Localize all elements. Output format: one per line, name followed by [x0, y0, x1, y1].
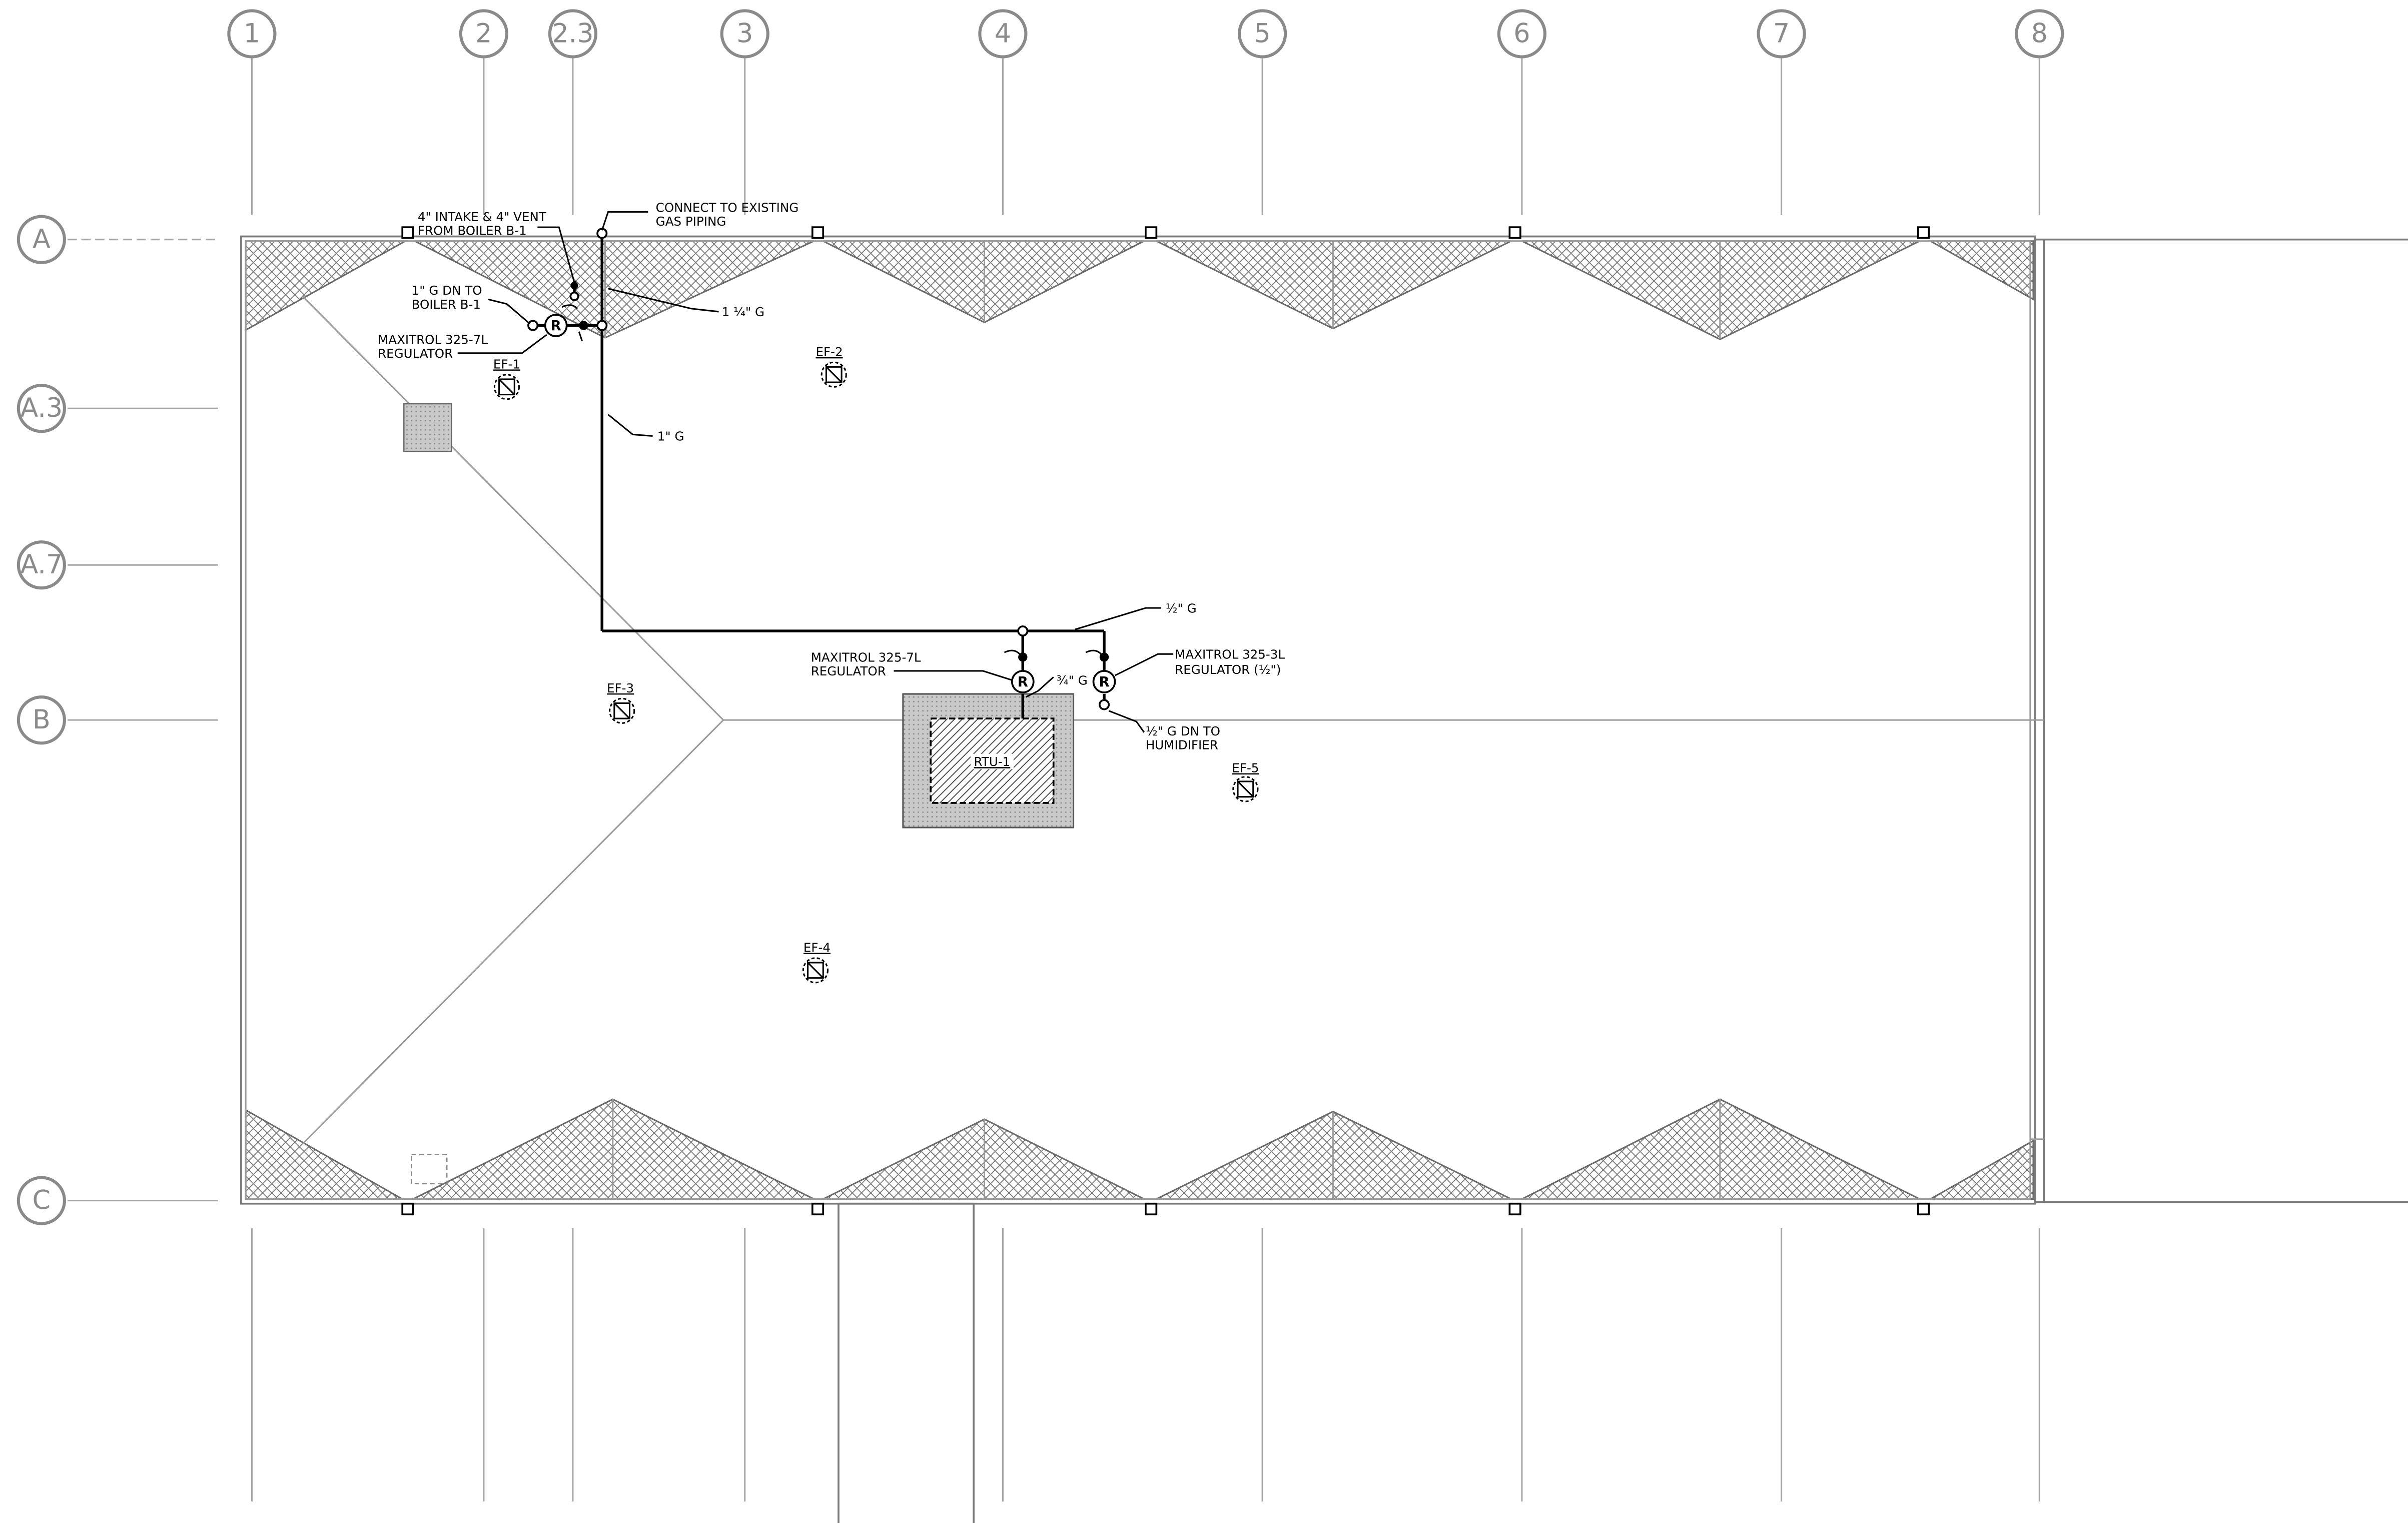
column-bubble-7: 7 [1757, 9, 1806, 59]
roof-slope-lines [302, 296, 2044, 1145]
svg-text:EF-2: EF-2 [816, 345, 843, 359]
column-bubble-2-3: 2.3 [548, 9, 598, 59]
svg-text:1: 1 [244, 19, 260, 49]
exhaust-fan-icon [609, 697, 635, 724]
roof-crickets-south [245, 1098, 2034, 1200]
exhaust-fan-ef-2: EF-2 [816, 345, 847, 388]
exhaust-fan-ef-3: EF-3 [607, 681, 635, 724]
svg-text:BOILER B-1: BOILER B-1 [412, 297, 481, 312]
note-boiler-dn: 1" G DN TO BOILER B-1 [412, 283, 482, 312]
svg-text:EF-3: EF-3 [607, 681, 634, 695]
svg-text:A: A [33, 225, 51, 255]
column-bubble-8: 8 [2015, 9, 2064, 59]
svg-text:B: B [33, 705, 51, 735]
note-regulator-1: MAXITROL 325-7L REGULATOR [378, 332, 488, 361]
note-intake-vent: 4" INTAKE & 4" VENT FROM BOILER B-1 [418, 210, 547, 238]
exhaust-fan-ef-4: EF-4 [802, 941, 831, 984]
existing-curb-dashed [411, 1154, 448, 1185]
svg-text:2.3: 2.3 [552, 19, 593, 49]
pipe-fittings [527, 228, 1110, 710]
exhaust-fan-icon [1232, 776, 1259, 803]
row-bubble-c: C [17, 1176, 66, 1225]
note-pipe-3-4: ¾" G [1057, 673, 1088, 688]
svg-text:EF-4: EF-4 [804, 941, 831, 955]
svg-text:CONNECT TO EXISTING: CONNECT TO EXISTING [656, 200, 799, 215]
svg-text:6: 6 [1513, 19, 1530, 49]
roof-drains [401, 226, 1930, 1216]
svg-text:5: 5 [1254, 19, 1271, 49]
note-leaders [457, 211, 1174, 733]
exhaust-fan-ef-5: EF-5 [1232, 760, 1259, 803]
svg-text:EF-1: EF-1 [493, 357, 520, 371]
column-bubble-5: 5 [1238, 9, 1287, 59]
row-bubble-a-3: A.3 [17, 384, 66, 433]
svg-text:MAXITROL 325-7L: MAXITROL 325-7L [378, 332, 488, 347]
cricket-ridge-lines [604, 241, 1721, 1199]
note-humidifier: ½" G DN TO HUMIDIFIER [1146, 724, 1220, 752]
svg-text:REGULATOR: REGULATOR [378, 346, 453, 361]
svg-text:R: R [1099, 673, 1109, 690]
svg-text:MAXITROL 325-3L: MAXITROL 325-3L [1175, 647, 1285, 661]
column-bubble-1: 1 [227, 9, 277, 59]
svg-text:FROM BOILER B-1: FROM BOILER B-1 [418, 223, 527, 238]
note-regulator-3: MAXITROL 325-3L REGULATOR (½") [1175, 647, 1285, 677]
svg-text:4" INTAKE & 4" VENT: 4" INTAKE & 4" VENT [418, 210, 547, 224]
svg-text:4: 4 [995, 19, 1011, 49]
svg-text:R: R [1018, 673, 1028, 690]
svg-text:C: C [33, 1186, 51, 1216]
column-grid-lines [251, 58, 2040, 1502]
note-pipe-1-2: ½" G [1166, 601, 1197, 615]
exhaust-fan-icon [821, 361, 847, 388]
row-grid-lines [68, 239, 218, 1202]
svg-text:A.3: A.3 [21, 393, 63, 423]
regulator-boiler: R [544, 314, 568, 337]
column-bubble-2: 2 [459, 9, 509, 59]
svg-text:½" G DN TO: ½" G DN TO [1146, 724, 1220, 738]
svg-text:HUMIDIFIER: HUMIDIFIER [1146, 737, 1218, 752]
exhaust-fan-icon [802, 957, 829, 984]
svg-text:7: 7 [1773, 19, 1790, 49]
row-bubble-a: A [17, 215, 66, 264]
row-bubble-b: B [17, 695, 66, 745]
svg-text:REGULATOR: REGULATOR [811, 664, 886, 678]
svg-text:2: 2 [475, 19, 492, 49]
note-pipe-1: 1" G [657, 429, 684, 444]
svg-text:8: 8 [2031, 19, 2048, 49]
roof-crickets-north [245, 240, 2034, 340]
regulator-humidifier: R [1092, 670, 1116, 693]
column-bubble-4: 4 [978, 9, 1028, 59]
svg-text:REGULATOR (½"): REGULATOR (½") [1175, 662, 1281, 677]
svg-text:3: 3 [736, 19, 753, 49]
column-bubble-3: 3 [720, 9, 769, 59]
svg-text:R: R [551, 317, 561, 334]
rtu-1-label: RTU-1 [974, 754, 1011, 769]
regulator-rtu: R [1011, 670, 1035, 693]
svg-text:EF-5: EF-5 [1232, 760, 1259, 775]
column-bubble-6: 6 [1497, 9, 1547, 59]
exhaust-fan-ef-1: EF-1 [493, 357, 520, 400]
exhaust-fan-icon [493, 374, 520, 400]
note-pipe-1-1-4: 1 ¼" G [722, 305, 764, 319]
svg-text:A.7: A.7 [21, 550, 63, 580]
row-bubble-a-7: A.7 [17, 540, 66, 590]
note-connect-existing: CONNECT TO EXISTING GAS PIPING [656, 200, 799, 229]
note-regulator-2: MAXITROL 325-7L REGULATOR [811, 650, 921, 679]
svg-text:MAXITROL 325-7L: MAXITROL 325-7L [811, 650, 921, 665]
svg-text:1" G DN TO: 1" G DN TO [412, 283, 482, 298]
svg-text:GAS PIPING: GAS PIPING [656, 214, 726, 229]
roof-hatch [403, 403, 452, 452]
rtu-1-unit: RTU-1 [902, 693, 1075, 829]
building-outline [240, 235, 2408, 1523]
